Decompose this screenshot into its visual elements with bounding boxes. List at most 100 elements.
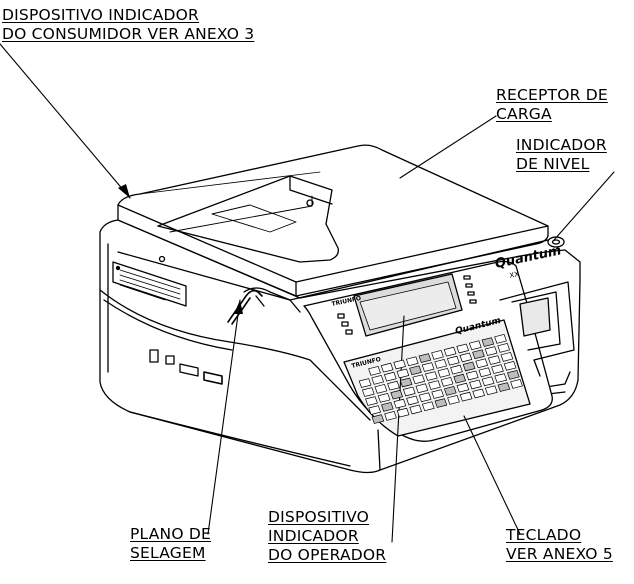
label-operator-display: DISPOSITIVO INDICADOR DO OPERADOR bbox=[268, 508, 386, 565]
keyboard-key bbox=[465, 370, 479, 381]
keyboard-key bbox=[396, 368, 410, 379]
keyboard-key bbox=[491, 364, 504, 374]
seal-plate bbox=[112, 261, 187, 307]
keyboard-key bbox=[497, 343, 511, 353]
keyboard-keys bbox=[358, 334, 523, 424]
keyboard-key bbox=[358, 378, 372, 388]
keyboard-key bbox=[443, 386, 457, 396]
keyboard-key bbox=[396, 407, 410, 418]
keyboard-key bbox=[365, 396, 378, 406]
keyboard-key bbox=[361, 387, 375, 397]
scale-base bbox=[99, 219, 581, 474]
keyboard-key bbox=[399, 377, 413, 388]
keyboard-key bbox=[431, 389, 445, 399]
keyboard-key bbox=[484, 346, 498, 356]
keyboard-key bbox=[428, 380, 441, 390]
label-operator-display-line2: INDICADOR bbox=[268, 527, 359, 545]
keyboard-key bbox=[390, 389, 404, 400]
keyboard-key bbox=[478, 367, 492, 378]
keyboard-key bbox=[402, 386, 416, 397]
keyboard-key bbox=[421, 401, 435, 412]
label-load-receptor: RECEPTOR DE CARGA bbox=[496, 86, 608, 124]
label-level-indicator: INDICADOR DE NIVEL bbox=[516, 136, 607, 174]
keyboard-key bbox=[446, 355, 460, 366]
label-consumer-display-line2: DO CONSUMIDOR VER ANEXO 3 bbox=[2, 25, 255, 43]
keyboard-key bbox=[472, 388, 486, 399]
keyboard-key bbox=[368, 366, 381, 376]
keyboard-key bbox=[409, 365, 422, 376]
keyboard-key bbox=[475, 358, 489, 369]
keyboard-key bbox=[418, 353, 432, 363]
keyboard-key bbox=[510, 379, 523, 389]
label-load-receptor-line2: CARGA bbox=[496, 105, 552, 123]
keyboard-key bbox=[497, 382, 511, 392]
keyboard-key bbox=[456, 382, 470, 393]
keyboard-key bbox=[487, 355, 501, 365]
keyboard-key bbox=[506, 370, 520, 380]
keyboard-key bbox=[406, 395, 419, 406]
keyboard-key bbox=[380, 402, 394, 412]
keyboard-key bbox=[459, 352, 473, 363]
keyboard-key bbox=[481, 376, 495, 387]
keyboard-key bbox=[481, 337, 495, 347]
keyboard-key bbox=[447, 395, 460, 405]
leader-lines bbox=[0, 43, 615, 543]
leader-arrows bbox=[118, 184, 243, 314]
keyboard-key bbox=[387, 380, 400, 391]
label-keyboard: TECLADO VER ANEXO 5 bbox=[506, 526, 613, 564]
keyboard-key bbox=[418, 392, 432, 403]
label-level-indicator-line1: INDICADOR bbox=[516, 136, 607, 154]
label-load-receptor-line1: RECEPTOR DE bbox=[496, 86, 608, 104]
keyboard-key bbox=[494, 334, 507, 344]
keyboard-key bbox=[383, 371, 397, 382]
keyboard-key bbox=[450, 364, 463, 375]
keyboard-key bbox=[472, 349, 485, 360]
consumer-side-housing bbox=[499, 281, 575, 377]
keyboard-key bbox=[443, 346, 457, 357]
seal-plane-wire bbox=[227, 287, 291, 325]
keyboard-key bbox=[494, 373, 508, 383]
keyboard-key bbox=[405, 356, 419, 367]
keyboard-key bbox=[368, 405, 382, 415]
keyboard-key bbox=[412, 374, 426, 385]
keyboard-key bbox=[500, 352, 514, 362]
keyboard-key bbox=[434, 359, 448, 369]
label-level-indicator-line2: DE NIVEL bbox=[516, 155, 590, 173]
label-seal-plane-line2: SELAGEM bbox=[130, 544, 206, 562]
keyboard-key bbox=[393, 398, 407, 409]
keyboard-key bbox=[462, 361, 476, 372]
keyboard-key bbox=[424, 371, 438, 381]
keyboard-key bbox=[374, 384, 388, 394]
keyboard-key bbox=[484, 385, 498, 396]
label-operator-display-line3: DO OPERADOR bbox=[268, 546, 387, 564]
keyboard-key bbox=[459, 391, 473, 402]
label-seal-plane-line1: PLANO DE bbox=[130, 525, 211, 543]
keyboard-key bbox=[384, 411, 397, 421]
keyboard-key bbox=[468, 340, 482, 351]
model-suffix-text: XX bbox=[509, 270, 520, 280]
label-operator-display-line1: DISPOSITIVO bbox=[268, 508, 370, 526]
keyboard-key bbox=[456, 343, 470, 354]
keyboard-key bbox=[469, 379, 482, 390]
keyboard-key bbox=[453, 373, 467, 384]
keyboard-key bbox=[377, 393, 391, 403]
keyboard-key bbox=[437, 368, 451, 378]
keyboard-key bbox=[409, 404, 423, 415]
keyboard-key bbox=[415, 383, 429, 394]
keyboard-key bbox=[421, 362, 435, 372]
label-keyboard-line1: TECLADO bbox=[506, 526, 582, 544]
keyboard-key bbox=[440, 377, 454, 387]
keyboard-key bbox=[434, 398, 448, 408]
keyboard-key bbox=[380, 362, 394, 373]
side-connectors bbox=[149, 349, 223, 385]
keyboard-key bbox=[371, 375, 385, 385]
label-consumer-display: DISPOSITIVO INDICADOR DO CONSUMIDOR VER … bbox=[2, 6, 254, 44]
keyboard-key bbox=[503, 361, 517, 371]
keyboard-key bbox=[371, 414, 385, 424]
label-seal-plane: PLANO DE SELAGEM bbox=[130, 525, 211, 563]
keyboard-key bbox=[431, 350, 444, 360]
label-consumer-display-line1: DISPOSITIVO INDICADOR bbox=[2, 6, 200, 24]
keyboard-key bbox=[393, 359, 407, 370]
label-keyboard-line2: VER ANEXO 5 bbox=[506, 545, 613, 563]
